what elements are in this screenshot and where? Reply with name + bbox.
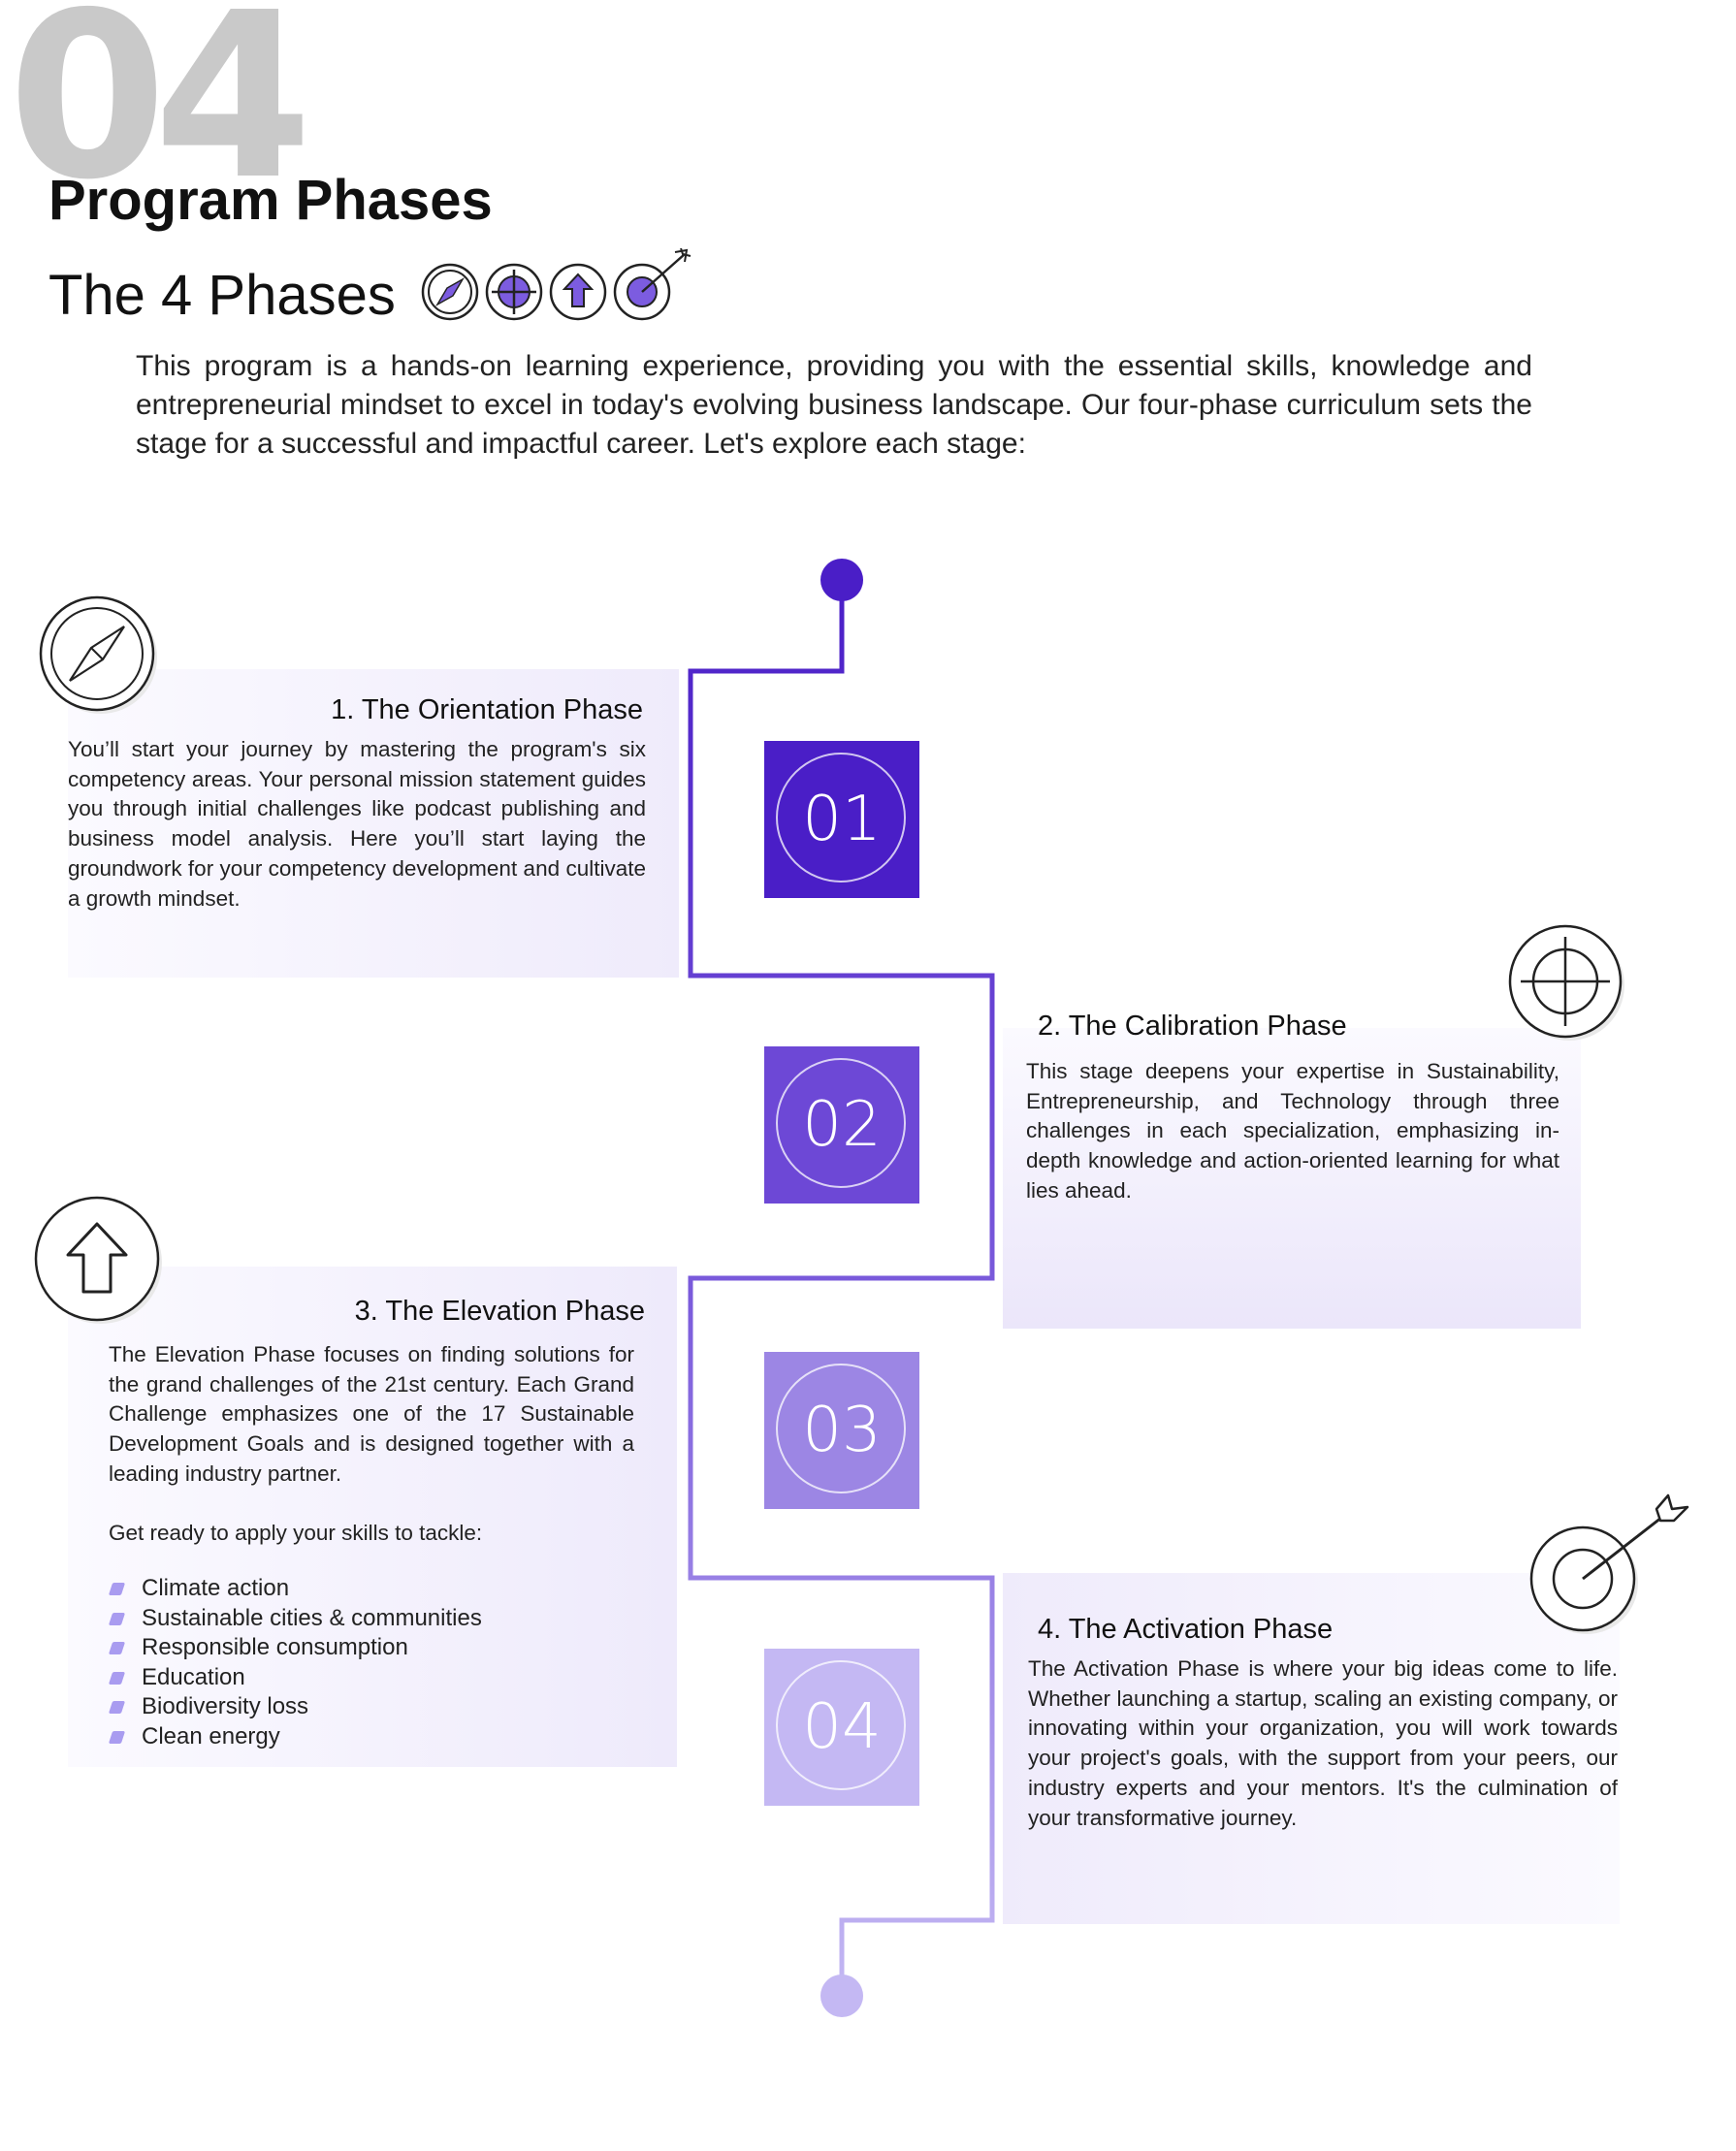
list-item: Education (107, 1663, 482, 1693)
phase-3-number: 03 (764, 1352, 919, 1509)
bullet-icon (108, 1671, 126, 1685)
crosshair-icon (1508, 924, 1624, 1041)
bullet-icon (108, 1642, 126, 1655)
phase-1-number: 01 (764, 741, 919, 898)
timeline-end-dot (820, 1974, 863, 2017)
bullet-icon (108, 1701, 126, 1715)
compass-icon (421, 263, 479, 321)
phase-4-number: 04 (764, 1649, 919, 1806)
list-item: Clean energy (107, 1722, 482, 1752)
phase-2-panel (1003, 1028, 1581, 1329)
header-icon-row (421, 248, 691, 321)
phase-4-title: 4. The Activation Phase (1038, 1614, 1334, 1645)
arrow-up-icon (34, 1196, 162, 1324)
list-item: Biodiversity loss (107, 1692, 482, 1722)
phases-title: The 4 Phases (48, 264, 396, 327)
bullet-icon (108, 1612, 126, 1625)
target-icon (613, 248, 691, 321)
crosshair-icon (485, 263, 543, 321)
section-title: Program Phases (48, 169, 493, 232)
compass-icon (39, 595, 157, 714)
phase-1-description: You’ll start your journey by mastering t… (68, 737, 646, 911)
section-number: 04 (8, 0, 312, 230)
list-item: Sustainable cities & communities (107, 1604, 482, 1634)
phase-1-panel (68, 669, 679, 978)
target-icon (1529, 1493, 1689, 1634)
phase-3-title: 3. The Elevation Phase (354, 1296, 645, 1327)
phase-1-title: 1. The Orientation Phase (331, 694, 643, 725)
phase-3-panel (68, 1267, 677, 1767)
phase-2-description: This stage deepens your expertise in Sus… (1026, 1059, 1559, 1203)
phase-2-title: 2. The Calibration Phase (1038, 1011, 1347, 1042)
timeline-start-dot (820, 559, 863, 601)
phase-4-panel (1003, 1573, 1620, 1924)
arrow-up-icon (549, 263, 607, 321)
phase-3-challenge-list: Climate action Sustainable cities & comm… (107, 1574, 482, 1752)
bullet-icon (108, 1583, 126, 1595)
list-item: Climate action (107, 1574, 482, 1604)
phase-2-number: 02 (764, 1046, 919, 1204)
bullet-icon (108, 1730, 126, 1744)
list-item: Responsible consumption (107, 1633, 482, 1663)
phase-4-description: The Activation Phase is where your big i… (1028, 1656, 1618, 1830)
phase-3-description: The Elevation Phase focuses on finding s… (109, 1342, 634, 1486)
intro-paragraph: This program is a hands-on learning expe… (136, 350, 1532, 460)
phase-3-lead: Get ready to apply your skills to tackle… (109, 1521, 483, 1545)
